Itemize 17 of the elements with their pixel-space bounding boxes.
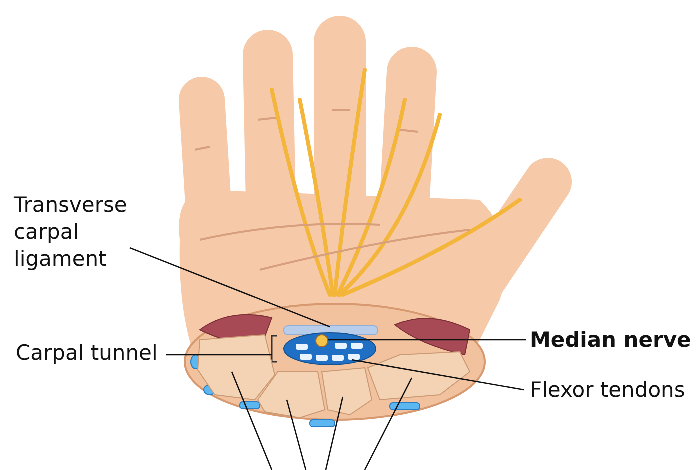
- leader-line: [352, 359, 524, 391]
- leader-line: [325, 396, 344, 470]
- part-label: Carpal tunnel: [16, 340, 166, 367]
- part-label: Median nerve: [530, 327, 700, 354]
- tunnel-drawing: [271, 332, 376, 366]
- bone-drawing: [197, 334, 276, 401]
- tendon-drawing: [296, 343, 363, 361]
- leader-line: [364, 378, 413, 470]
- leader-line: [286, 400, 307, 470]
- part-label: Transverse carpal ligament: [14, 192, 164, 273]
- bone-drawing: [321, 367, 373, 416]
- leader-line: [130, 247, 330, 328]
- ligament-bar: [284, 326, 378, 336]
- leader-line: [328, 339, 526, 341]
- leader-line: [231, 372, 273, 470]
- leader-line: [166, 354, 272, 356]
- part-label: Flexor tendons: [530, 377, 700, 404]
